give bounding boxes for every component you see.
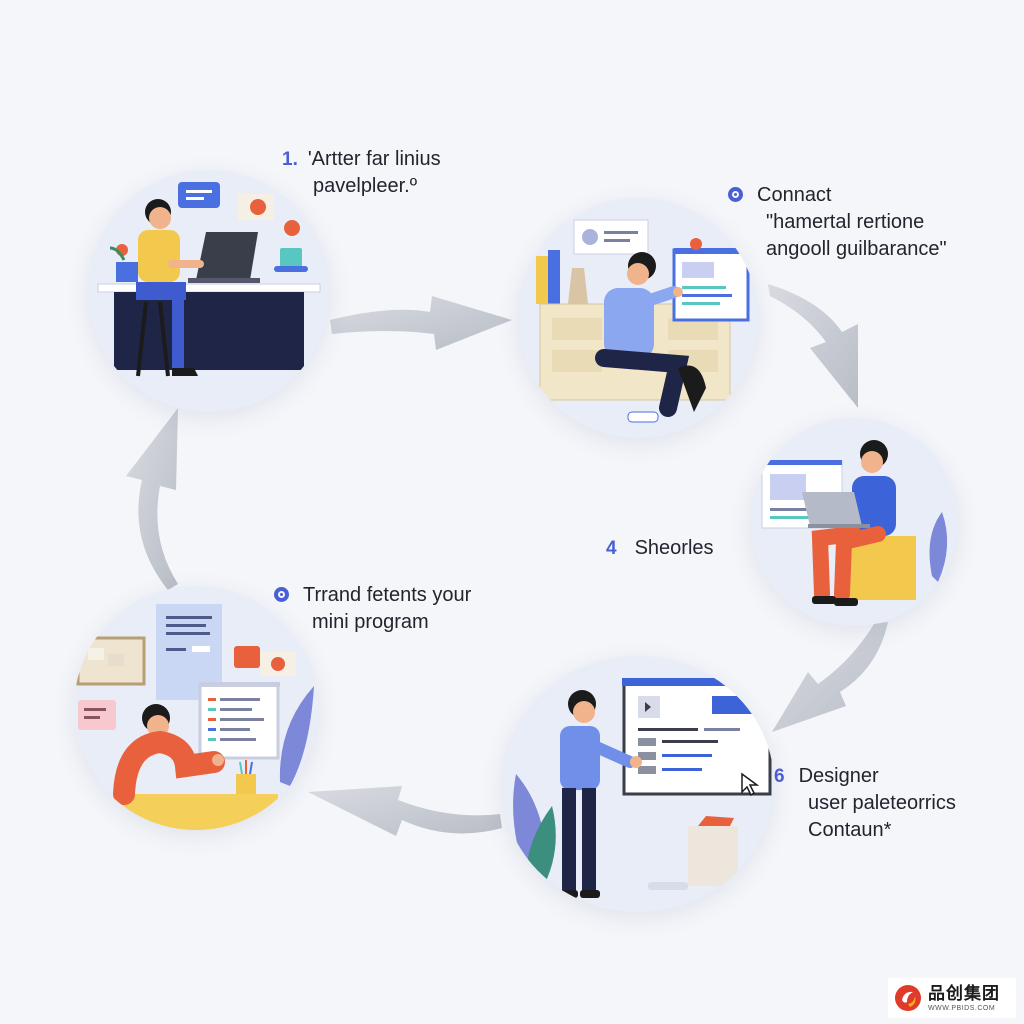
step-5-line-1: Trrand fetents your xyxy=(303,584,472,606)
logo-url: WWW.PBIDS.COM xyxy=(928,1004,996,1012)
step-5-number-dot xyxy=(274,587,289,602)
step-4-number: 4 xyxy=(606,538,617,559)
scene-laptop-cube xyxy=(750,418,958,626)
arrow-icon xyxy=(330,296,512,350)
step-5-line-2: mini program xyxy=(312,611,429,633)
step-1-label: 1. 'Artter far linius pavelpleer.º xyxy=(282,146,441,200)
arrow-icon xyxy=(772,622,888,732)
laptop-icon xyxy=(802,492,870,528)
step-2-label: Connact "hamertal rertione angooll guilb… xyxy=(728,182,947,263)
plant-leaf-icon xyxy=(279,686,314,786)
laptop-icon xyxy=(188,232,260,283)
flower-pot-icon xyxy=(109,244,138,282)
plant-leaf-icon xyxy=(929,512,948,582)
scene-monitor-cabinet xyxy=(518,198,758,438)
step-5-label: Trrand fetents your mini program xyxy=(274,582,471,636)
scene-presentation-screen xyxy=(502,656,774,912)
step-6-line-2: user paleteorrics xyxy=(808,792,956,814)
brand-logo: 品创集团 WWW.PBIDS.COM xyxy=(888,978,1016,1018)
step-6-number: 6 xyxy=(774,766,785,787)
step-1-line-2: pavelpleer.º xyxy=(313,175,418,197)
step-2-line-3: angooll guilbarance" xyxy=(766,238,947,260)
arrow-icon xyxy=(126,408,178,590)
step-2-number-dot xyxy=(728,187,743,202)
chat-bubble-icon xyxy=(178,182,220,208)
step-4-label: 4 Sheorles xyxy=(606,535,714,562)
logo-text: 品创集团 xyxy=(928,983,1000,1003)
cursor-icon xyxy=(741,772,760,797)
flower-pot-icon xyxy=(274,220,308,272)
arrow-icon xyxy=(768,284,858,408)
step-1-line-1: 'Artter far linius xyxy=(307,148,441,170)
document-icon xyxy=(672,248,750,322)
step-6-line-1: Designer xyxy=(798,765,879,787)
scene-laptop-desk xyxy=(88,170,330,412)
scene-notes-desk xyxy=(74,586,318,830)
step-4-line-1: Sheorles xyxy=(634,537,714,559)
step-6-label: 6 Designer user paleteorrics Contaun* xyxy=(774,763,956,844)
step-6-line-3: Contaun* xyxy=(808,819,892,841)
step-2-line-2: "hamertal rertione xyxy=(766,211,925,233)
step-1-number: 1. xyxy=(282,149,298,170)
logo-mark-icon xyxy=(895,985,921,1011)
chat-bubble-icon xyxy=(78,700,116,730)
arrow-icon xyxy=(308,786,502,836)
step-2-line-1: Connact xyxy=(757,184,832,206)
